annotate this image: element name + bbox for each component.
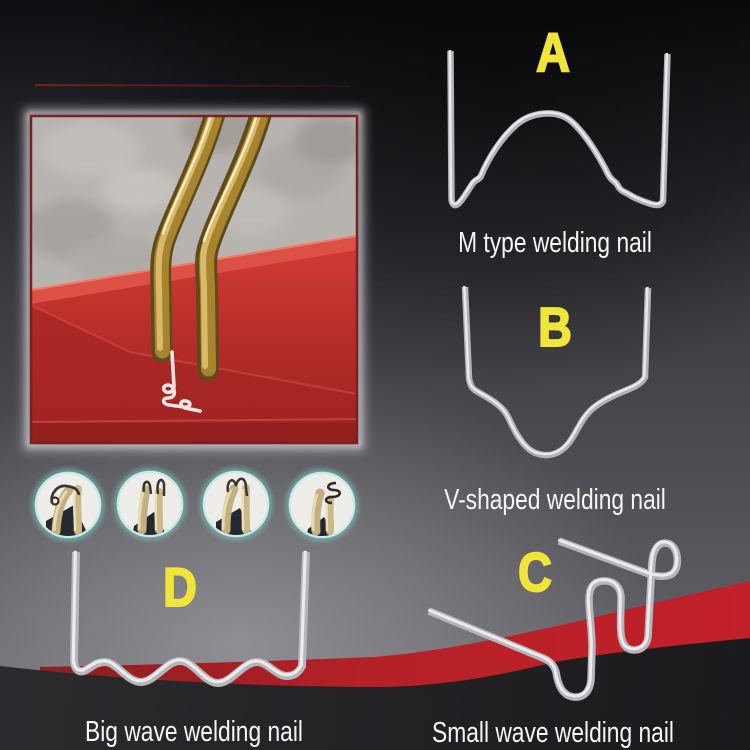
- svg-text:C: C: [518, 541, 552, 602]
- svg-text:M type welding nail: M type welding nail: [458, 228, 652, 259]
- svg-text:A: A: [536, 21, 570, 82]
- svg-text:D: D: [163, 556, 197, 617]
- svg-text:V-shaped welding nail: V-shaped welding nail: [444, 485, 666, 516]
- svg-text:B: B: [538, 296, 572, 357]
- svg-text:Big wave welding nail: Big wave welding nail: [85, 717, 303, 748]
- svg-text:Small wave welding nail: Small wave welding nail: [432, 718, 674, 749]
